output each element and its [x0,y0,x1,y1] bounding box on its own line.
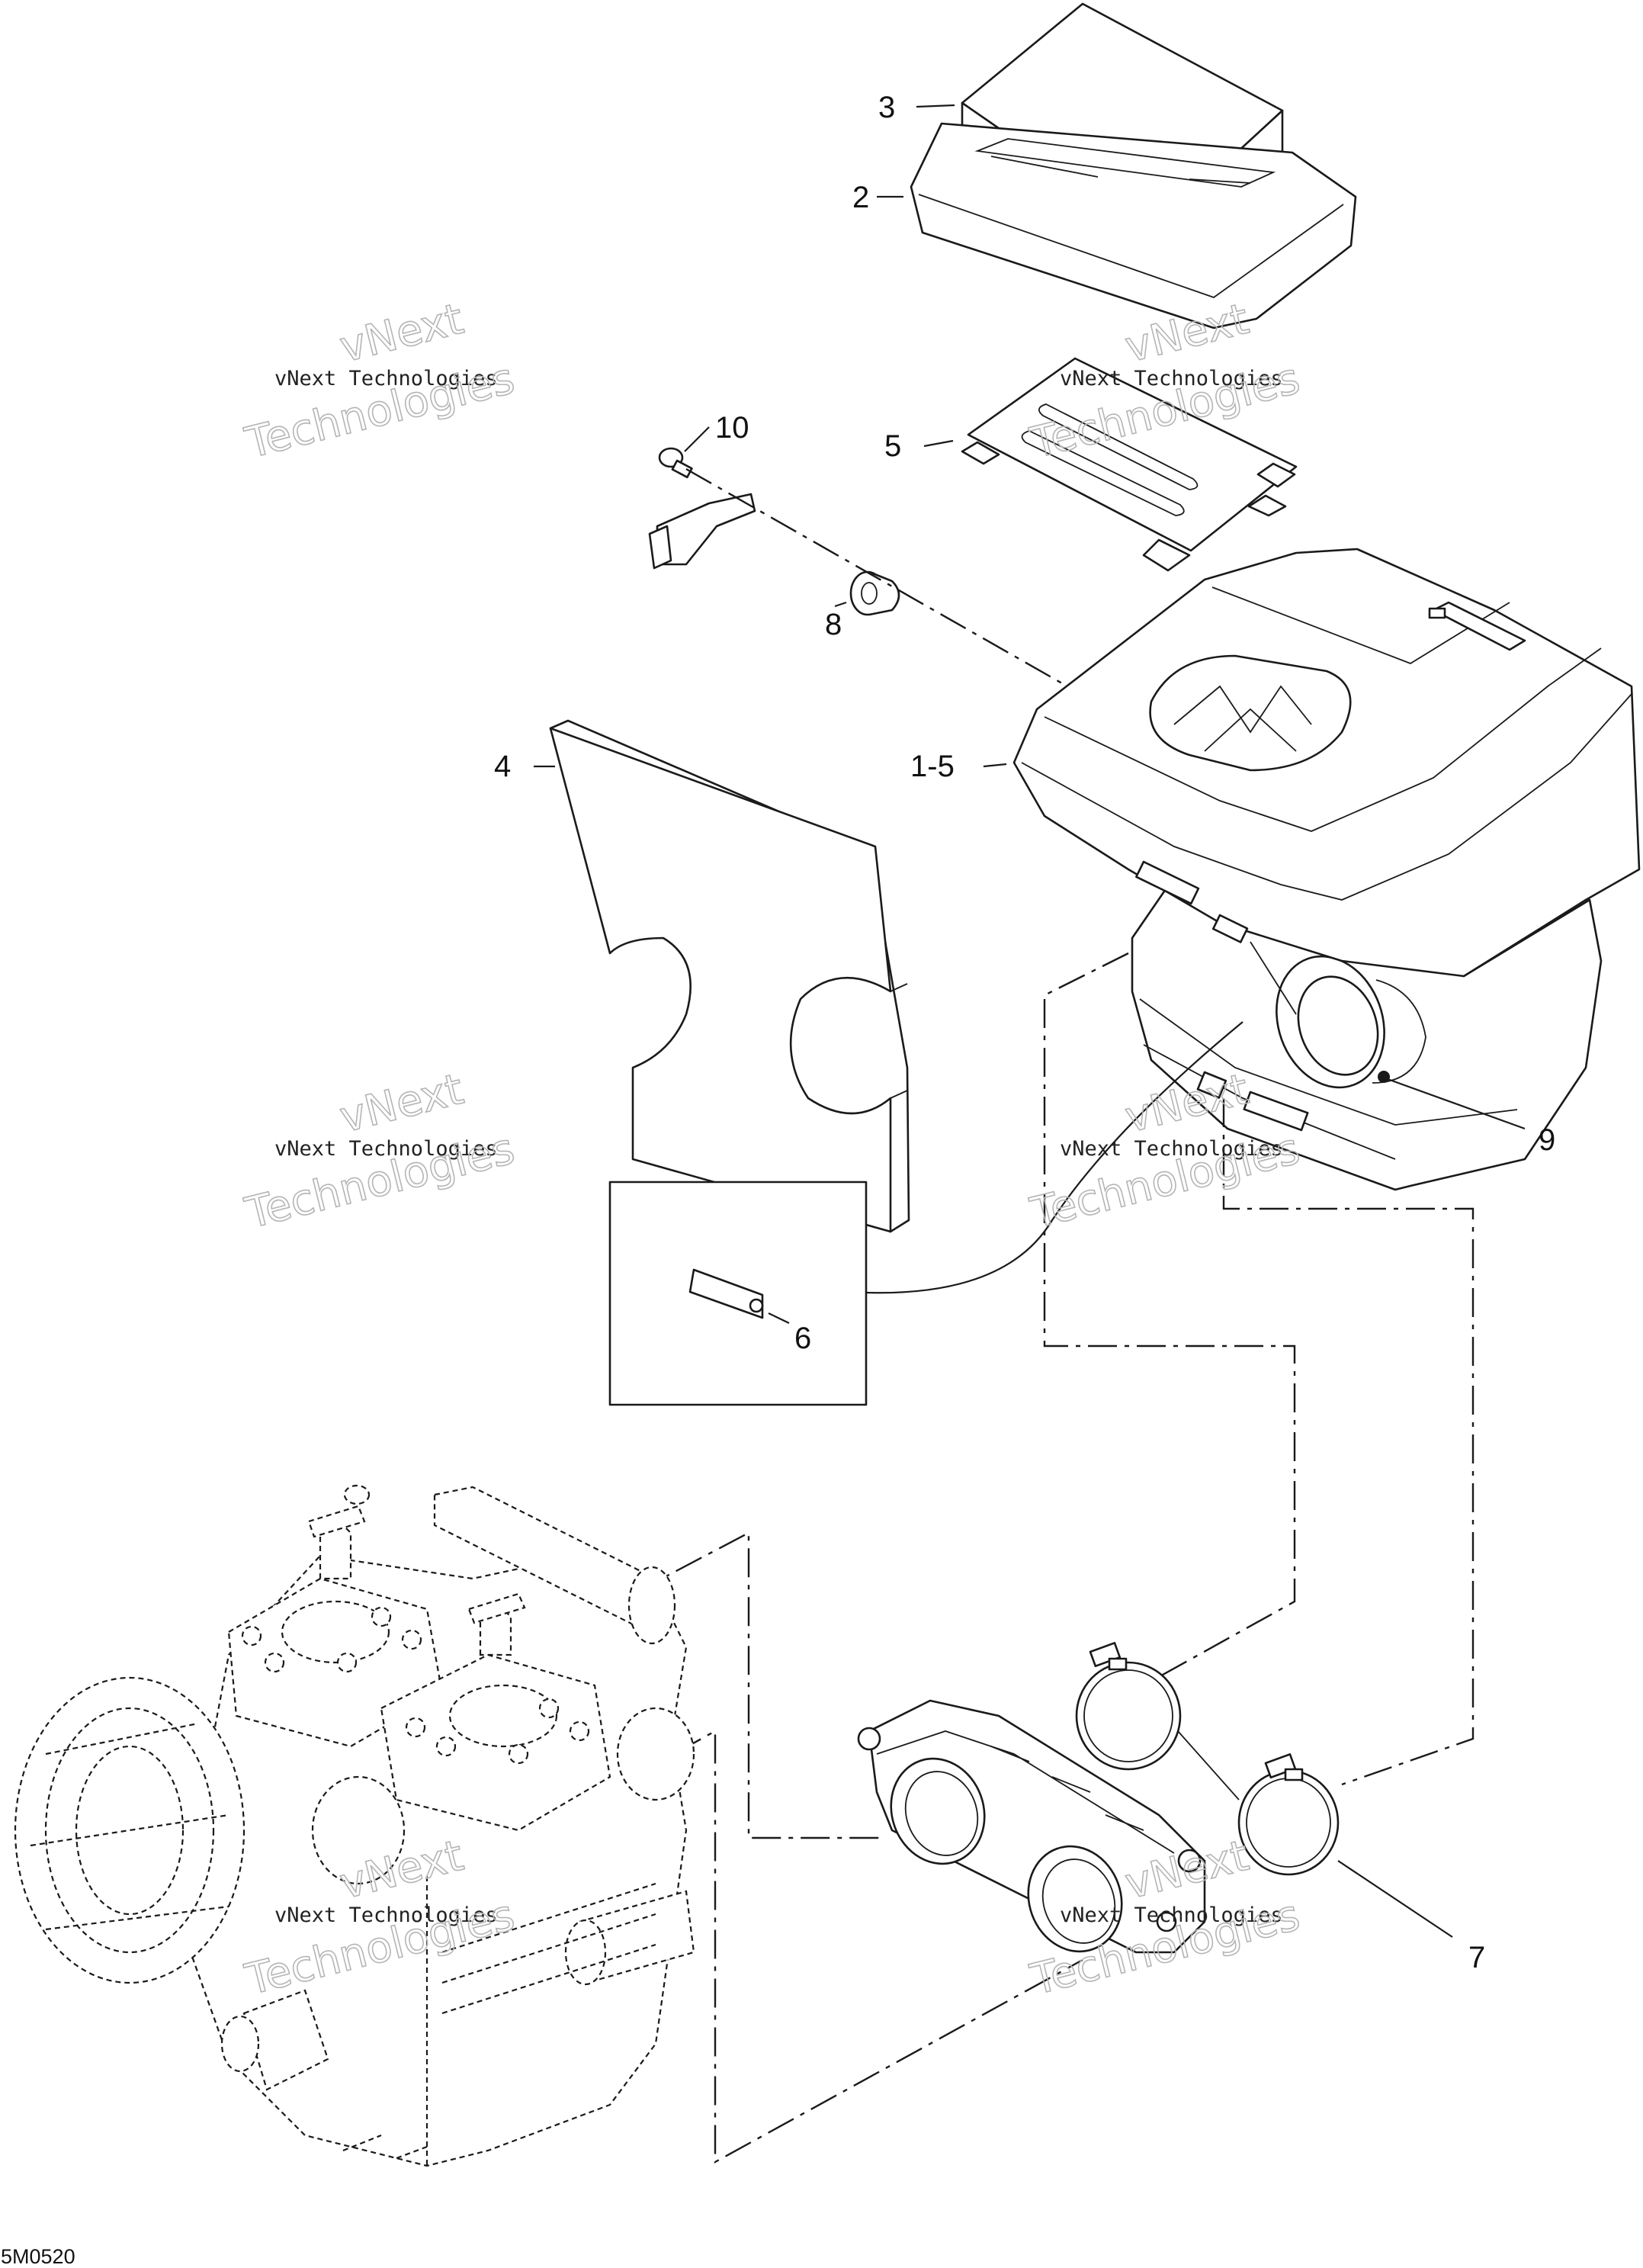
watermark-3: vNext vNext Technologies Technologies [239,1064,519,1239]
leader-lines [534,104,1526,1938]
part-6-inset-box [608,1021,1243,1406]
callout-10: 10 [715,411,749,445]
svg-text:vNext: vNext [335,294,468,373]
svg-text:vNext Technologies: vNext Technologies [1060,1903,1283,1927]
part-8-grommet [849,570,900,616]
part-7-clamps [1075,1642,1340,1876]
phantom-line-screw [685,467,1068,688]
figure-code: 35M0520 [0,2245,75,2268]
part-5-grille-plate [961,357,1298,572]
callout-1-5: 1-5 [910,750,955,783]
svg-text:vNext: vNext [335,1065,468,1143]
throttle-body [857,1699,1206,1954]
phantom-line-right [1222,1098,1475,1786]
svg-text:vNext Technologies: vNext Technologies [1060,1137,1283,1161]
mounting-bracket [648,493,756,570]
svg-text:vNext Technologies: vNext Technologies [274,1903,498,1927]
callout-labels: 3 2 5 10 8 4 1-5 9 6 7 [494,91,1555,1974]
svg-text:vNext Technologies: vNext Technologies [274,367,498,390]
callout-2: 2 [852,181,869,214]
phantom-line-left [1043,952,1296,1687]
part-10-screw [658,447,693,479]
part-1-5-airbox [1012,548,1641,1191]
callout-5: 5 [884,429,901,463]
callout-8: 8 [825,608,842,641]
callout-3: 3 [878,91,895,124]
phantom-line-engine-upper [632,1531,884,1839]
watermark-1: vNext vNext Technologies Technologies [239,294,519,469]
part-9-point [1378,1071,1390,1083]
callout-6: 6 [794,1322,811,1355]
svg-text:vNext Technologies: vNext Technologies [1060,367,1283,390]
callout-9: 9 [1539,1123,1555,1157]
callout-7: 7 [1468,1941,1485,1974]
callout-4: 4 [494,750,511,783]
svg-text:vNext Technologies: vNext Technologies [274,1137,498,1161]
phantom-line-engine-lower [632,1729,1083,2164]
part-2-filter-frame [910,122,1357,329]
part-4-foam-pad [549,719,910,1233]
engine-assembly [14,1484,695,2167]
